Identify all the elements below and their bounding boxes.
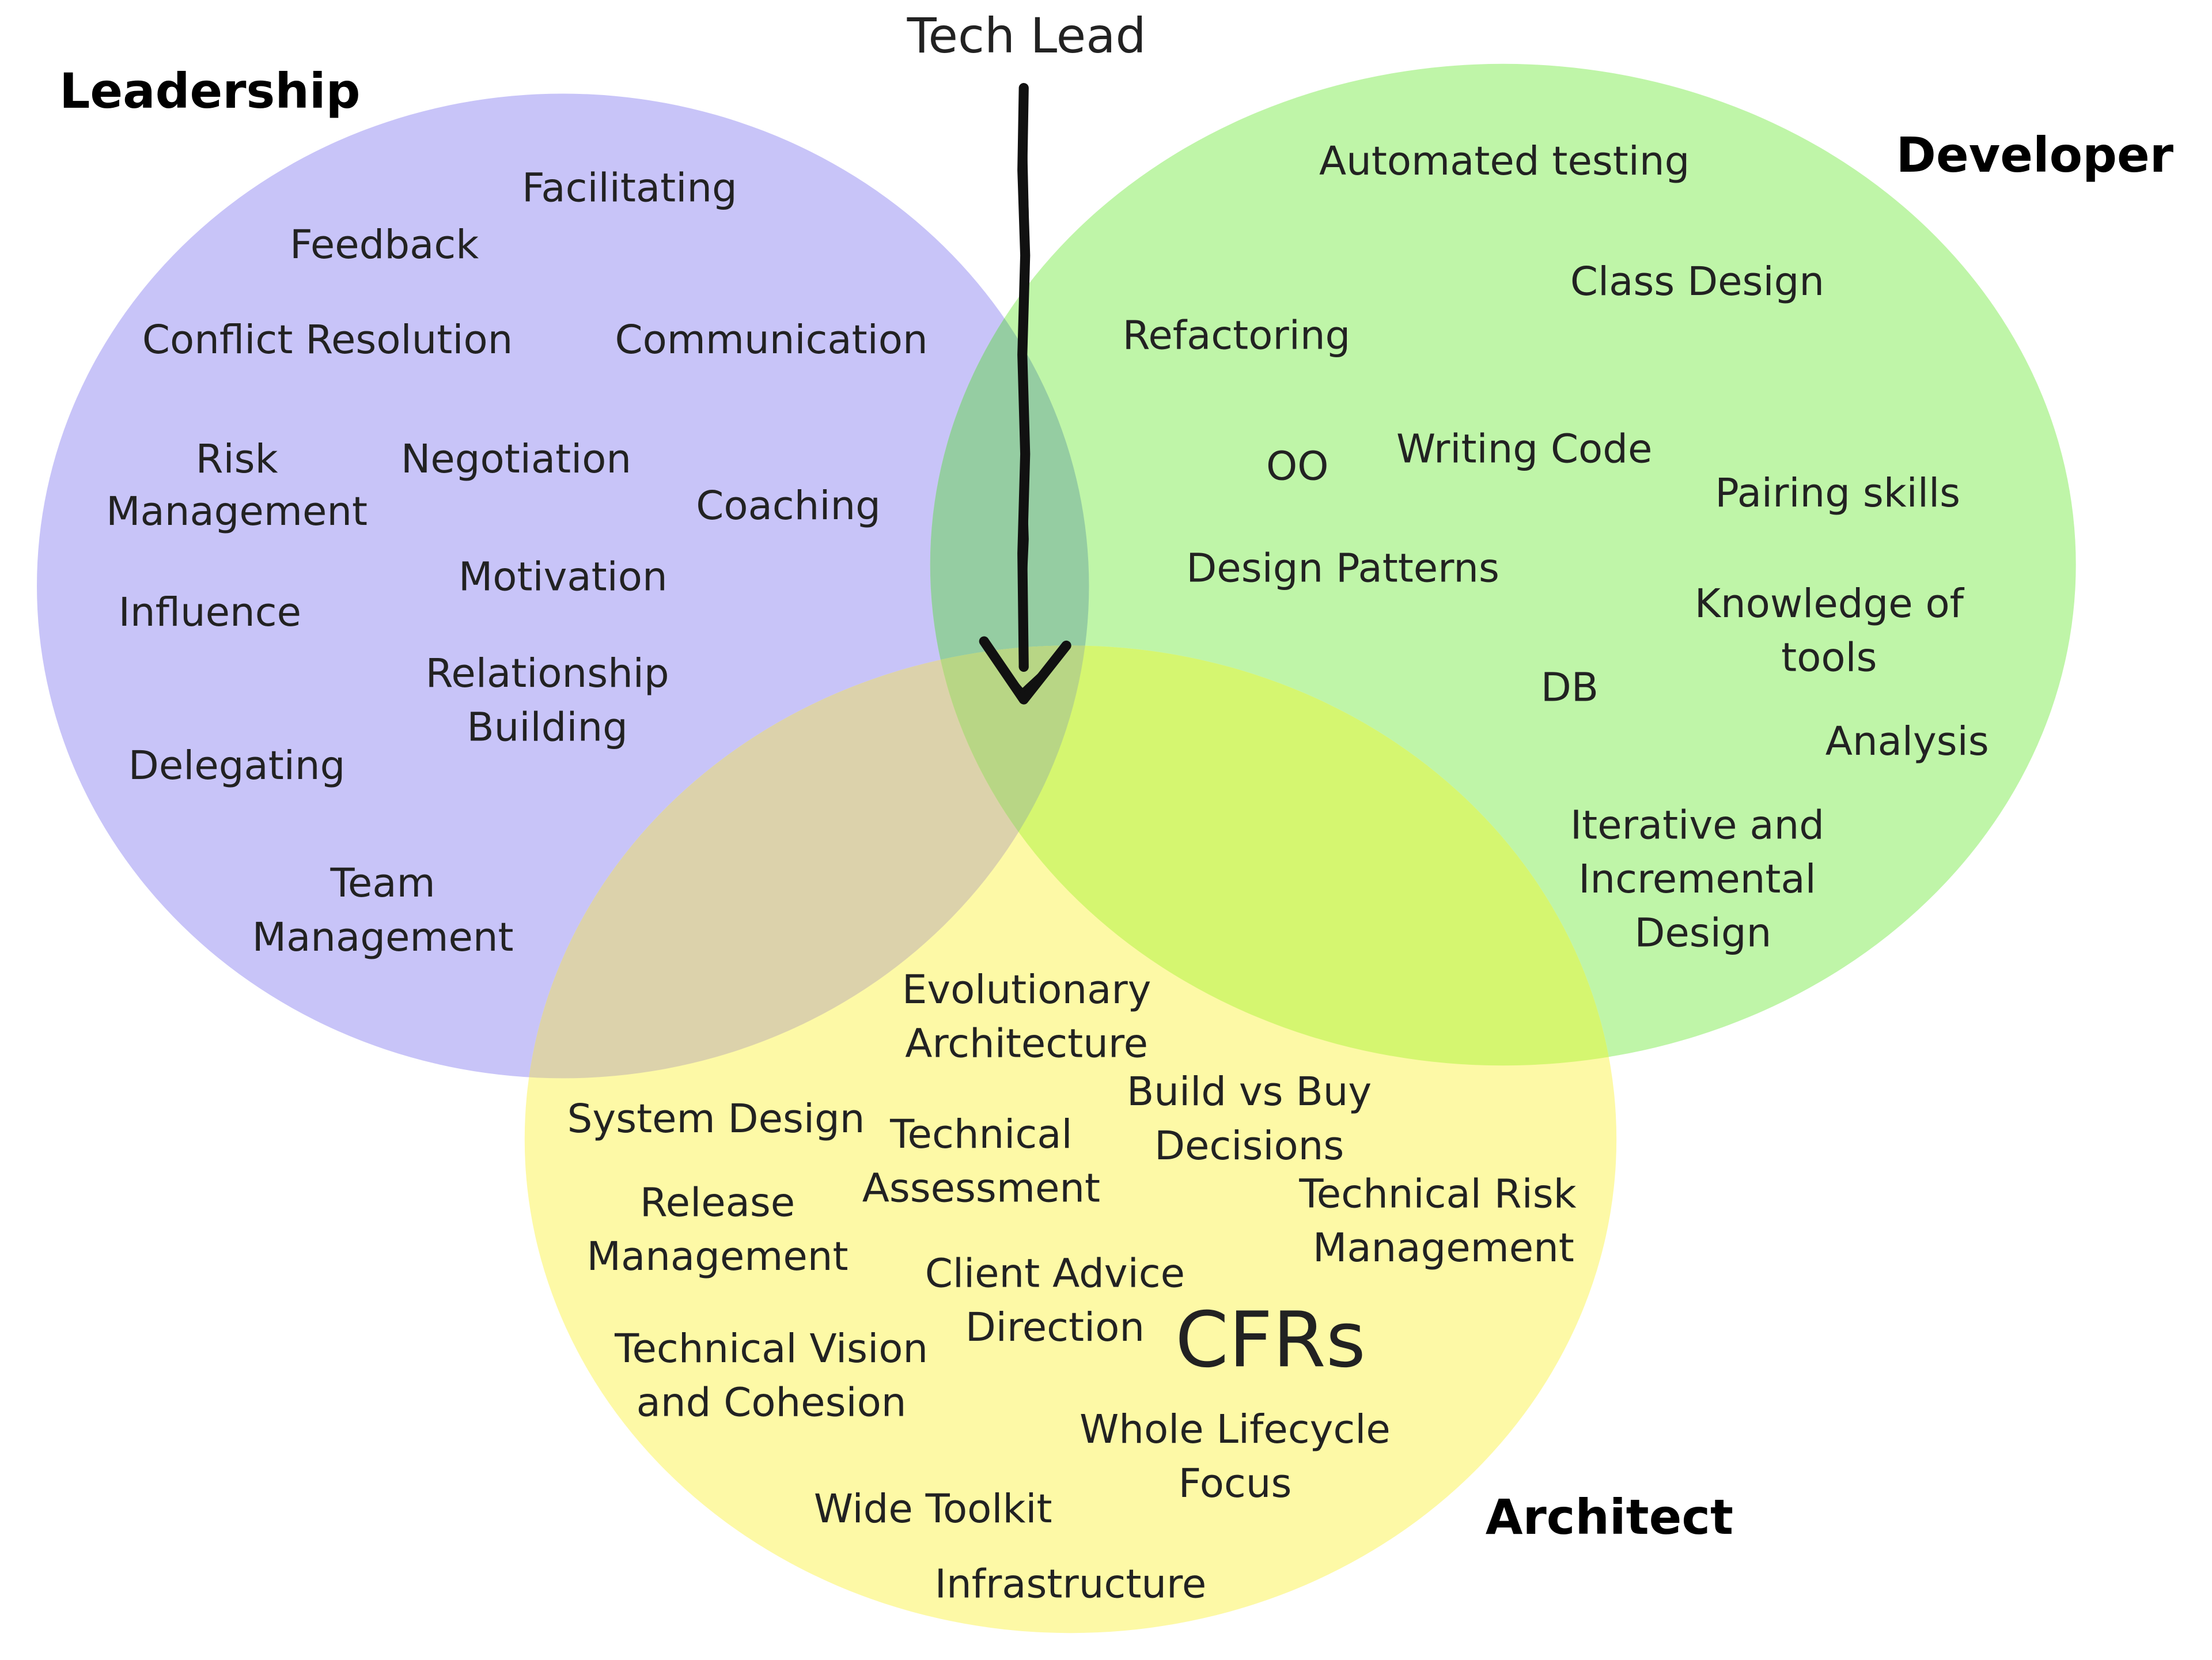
skill-iterative-design-line2: Incremental	[1578, 856, 1816, 902]
skill-build-vs-buy-line1: Build vs Buy	[1127, 1069, 1372, 1115]
tech-lead-label: Tech Lead	[907, 7, 1146, 64]
skill-communication: Communication	[615, 317, 928, 363]
tech-lead-arrow	[979, 83, 1071, 705]
skill-feedback: Feedback	[290, 222, 479, 268]
skill-coaching: Coaching	[696, 483, 881, 529]
skill-technical-assessment-line1: Technical	[889, 1111, 1072, 1158]
skill-infrastructure: Infrastructure	[935, 1561, 1207, 1608]
skill-technical-vision-line1: Technical Vision	[614, 1326, 928, 1372]
skill-iterative-design-line1: Iterative and	[1570, 802, 1824, 848]
skill-oo: OO	[1266, 443, 1328, 489]
skill-writing-code: Writing Code	[1396, 426, 1652, 472]
skill-relationship-building-line1: Relationship	[426, 651, 669, 697]
skill-technical-risk-line2: Management	[1313, 1225, 1574, 1271]
architect-title: Architect	[1486, 1489, 1733, 1545]
skill-automated-testing: Automated testing	[1319, 138, 1690, 184]
skill-negotiation: Negotiation	[401, 436, 631, 482]
skill-conflict-resolution: Conflict Resolution	[142, 317, 513, 363]
leadership-architect-overlap	[524, 645, 1089, 1079]
skill-team-management-line2: Management	[252, 914, 514, 961]
skill-technical-vision-line2: and Cohesion	[637, 1379, 907, 1425]
skill-risk-management-line2: Management	[106, 489, 368, 535]
skill-technical-risk-line1: Technical Risk	[1298, 1171, 1576, 1217]
skill-team-management-line1: Team	[330, 860, 435, 906]
skill-design-patterns: Design Patterns	[1186, 546, 1499, 592]
skill-facilitating: Facilitating	[522, 165, 737, 211]
skill-delegating: Delegating	[128, 743, 346, 789]
skill-pairing-skills: Pairing skills	[1715, 470, 1960, 516]
skill-client-advice-line2: Direction	[965, 1304, 1145, 1351]
skill-knowledge-of-tools-line1: Knowledge of	[1695, 581, 1965, 627]
skill-evolutionary-architecture-line2: Architecture	[905, 1020, 1148, 1067]
skill-build-vs-buy-line2: Decisions	[1154, 1123, 1344, 1169]
skill-iterative-design-line3: Design	[1634, 910, 1771, 956]
skill-release-management-line1: Release	[640, 1179, 795, 1226]
skill-whole-lifecycle-line2: Focus	[1179, 1461, 1292, 1507]
skill-release-management-line2: Management	[587, 1234, 849, 1280]
skill-cfrs: CFRs	[1175, 1296, 1366, 1385]
skill-wide-toolkit: Wide Toolkit	[814, 1486, 1052, 1532]
skill-refactoring: Refactoring	[1123, 313, 1351, 359]
skill-influence: Influence	[119, 589, 301, 636]
skill-motivation: Motivation	[459, 554, 668, 600]
skill-knowledge-of-tools-line2: tools	[1781, 635, 1877, 681]
leadership-title: Leadership	[59, 63, 360, 119]
skill-risk-management-line1: Risk	[196, 436, 278, 482]
skill-relationship-building-line2: Building	[467, 704, 628, 750]
developer-skills: Automated testing Class Design Refactori…	[1123, 138, 1989, 956]
skill-whole-lifecycle-line1: Whole Lifecycle	[1080, 1406, 1391, 1453]
skill-db: DB	[1541, 664, 1599, 710]
leadership-skills: Facilitating Feedback Conflict Resolutio…	[106, 165, 928, 961]
skill-client-advice-line1: Client Advice	[925, 1250, 1185, 1296]
developer-architect-overlap	[930, 645, 1617, 1066]
developer-title: Developer	[1896, 127, 2174, 183]
skill-evolutionary-architecture-line1: Evolutionary	[902, 967, 1152, 1013]
skill-system-design: System Design	[567, 1096, 865, 1142]
architect-skills: Evolutionary Architecture Build vs Buy D…	[567, 967, 1577, 1608]
skill-class-design: Class Design	[1570, 259, 1824, 305]
skill-analysis: Analysis	[1825, 719, 1989, 765]
skill-technical-assessment-line2: Assessment	[862, 1166, 1100, 1212]
